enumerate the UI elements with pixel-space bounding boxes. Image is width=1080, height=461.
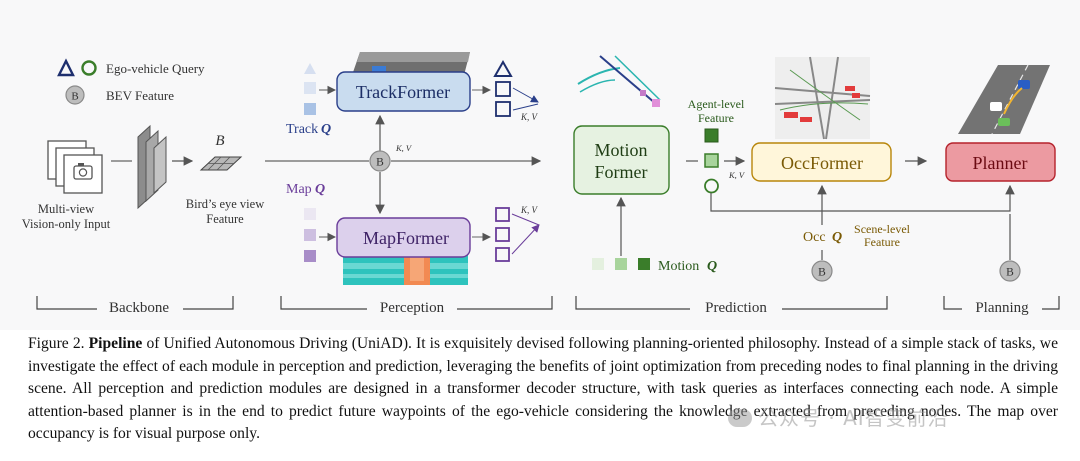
perception-section: TrackFormer K, V Track Q B K, V Map Q — [280, 52, 553, 316]
planner-label: Planner — [973, 153, 1028, 173]
ego-query-triangle-icon — [57, 58, 75, 77]
planning-bev-symbol: B — [1006, 267, 1014, 279]
caption-bold: Pipeline — [88, 335, 143, 352]
motionformer-label-line1: Motion — [594, 140, 647, 160]
occ-kv-label: K, V — [728, 170, 746, 180]
legend-bev-symbol: B — [71, 91, 78, 103]
occ-bev-symbol: B — [818, 267, 826, 279]
caption-text: of Unified Autonomous Driving (UniAD). I… — [28, 335, 1058, 443]
map-query-label: Map — [286, 182, 312, 197]
planning-scene-image — [958, 64, 1050, 135]
pipeline-figure: Ego-vehicle Query B BEV Feature Multi-vi… — [21, 52, 1060, 316]
track-kv-label: K, V — [520, 112, 539, 122]
planning-bev-icon — [999, 260, 1021, 282]
bev-label-line1: Bird’s eye view — [186, 197, 264, 211]
ego-query-circle-icon — [81, 60, 97, 76]
legend-bev-label: BEV Feature — [106, 88, 174, 103]
mapformer-label: MapFormer — [363, 228, 449, 248]
watermark: 公众号 · AI智变前沿 — [728, 402, 949, 431]
input-label-line2: Vision-only Input — [22, 217, 111, 231]
bev-letter: B — [215, 133, 224, 149]
agent-level-label-line2: Feature — [698, 111, 734, 125]
track-query-symbol: Q — [321, 122, 331, 137]
planning-section-label: Planning — [975, 300, 1029, 316]
map-scene-image — [343, 246, 468, 285]
caption-label: Figure 2. — [28, 335, 85, 352]
planning-section: Planner B Planning — [943, 64, 1060, 316]
camera-icon — [47, 140, 103, 194]
wechat-icon — [728, 409, 752, 427]
perception-bev-icon — [369, 150, 391, 172]
bev-grid-icon — [199, 156, 243, 171]
map-query-symbol: Q — [315, 182, 325, 197]
motion-query-label: Motion — [658, 259, 699, 274]
occ-query-symbol: Q — [832, 230, 842, 245]
perception-kv-label: K, V — [395, 143, 413, 153]
track-query-label: Track — [286, 122, 318, 137]
perception-bev-symbol: B — [376, 157, 384, 169]
occ-query-label: Occ — [803, 230, 826, 245]
backbone-encoder-icon — [137, 124, 167, 210]
planner-box — [945, 142, 1056, 182]
perception-section-label: Perception — [380, 300, 445, 316]
trackformer-label: TrackFormer — [356, 82, 450, 102]
bev-label-line2: Feature — [206, 212, 244, 226]
mapformer-box — [336, 217, 471, 258]
legend: Ego-vehicle Query B BEV Feature — [57, 58, 205, 105]
agent-level-label-line1: Agent-level — [688, 97, 745, 111]
motion-trajectory-image — [577, 55, 661, 107]
trackformer-box — [336, 71, 471, 112]
motion-query-symbol: Q — [707, 259, 717, 274]
motionformer-box — [573, 125, 670, 195]
occ-bev-icon — [811, 260, 833, 282]
occformer-label: OccFormer — [781, 153, 863, 173]
figure-caption: Figure 2. Pipeline of Unified Autonomous… — [28, 333, 1058, 446]
occupancy-scene-image — [774, 56, 871, 140]
input-label-line1: Multi-view — [38, 202, 94, 216]
legend-bev-icon — [65, 85, 85, 105]
occformer-box — [751, 142, 892, 182]
scene-level-label-line1: Scene-level — [854, 222, 911, 236]
motionformer-label-line2: Former — [595, 162, 648, 182]
legend-ego-query-label: Ego-vehicle Query — [106, 61, 205, 76]
map-kv-label: K, V — [520, 205, 539, 215]
backbone-section-label: Backbone — [109, 300, 169, 316]
prediction-section-label: Prediction — [705, 300, 767, 316]
backbone-section: Multi-view Vision-only Input B Bird’s ey… — [22, 124, 264, 316]
scene-level-label-line2: Feature — [864, 235, 900, 249]
watermark-text: 公众号 · AI智变前沿 — [758, 406, 949, 430]
pipeline-diagram: Ego-vehicle Query B BEV Feature Multi-vi… — [22, 52, 1060, 316]
prediction-section: Motion Former Motion Q Agent-level Featu… — [573, 55, 1015, 316]
